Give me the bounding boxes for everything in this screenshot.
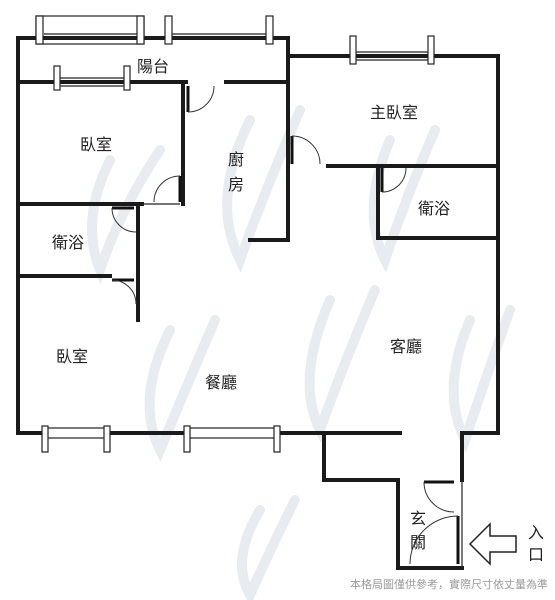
room-labels: 陽台 臥室 廚 房 主臥室 衛浴 衛浴 臥室 客廳 餐廳 玄 關 <box>52 57 450 552</box>
label-bedroom-top: 臥室 <box>80 135 112 154</box>
label-balcony: 陽台 <box>137 57 169 76</box>
label-kitchen-1: 廚 <box>228 150 244 169</box>
label-bath-left: 衛浴 <box>52 233 84 252</box>
entry-label-2: 口 <box>528 545 544 564</box>
label-master-bedroom: 主臥室 <box>370 103 418 122</box>
doors <box>111 85 460 565</box>
label-kitchen-2: 房 <box>228 175 244 194</box>
label-bedroom-bottom: 臥室 <box>56 347 88 366</box>
label-entrance-1: 玄 <box>410 509 426 528</box>
label-dining-room: 餐廳 <box>205 373 237 392</box>
footer-note: 本格局圖僅供參考，實際尺寸依丈量為準 <box>350 577 548 591</box>
arrow-right-icon <box>468 522 517 566</box>
walls <box>16 36 500 570</box>
label-living-room: 客廳 <box>390 337 422 356</box>
entry-marker: 入 口 <box>468 522 544 566</box>
label-bath-right: 衛浴 <box>418 199 450 218</box>
windows <box>35 15 435 453</box>
entry-label-1: 入 <box>528 523 544 542</box>
label-entrance-2: 關 <box>410 533 426 552</box>
watermark <box>87 105 515 600</box>
